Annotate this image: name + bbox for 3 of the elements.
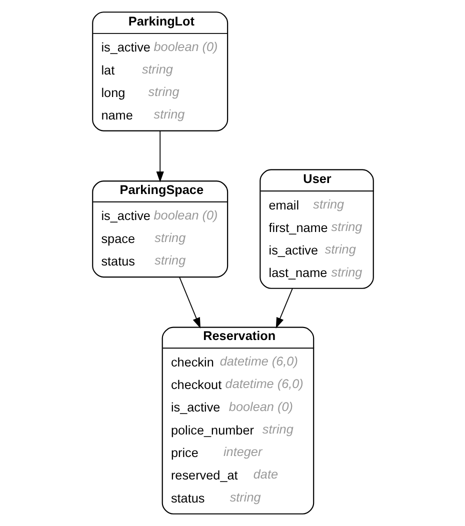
arrow: [178, 276, 200, 328]
arrow: [156, 130, 164, 182]
arrow: [275, 288, 292, 328]
